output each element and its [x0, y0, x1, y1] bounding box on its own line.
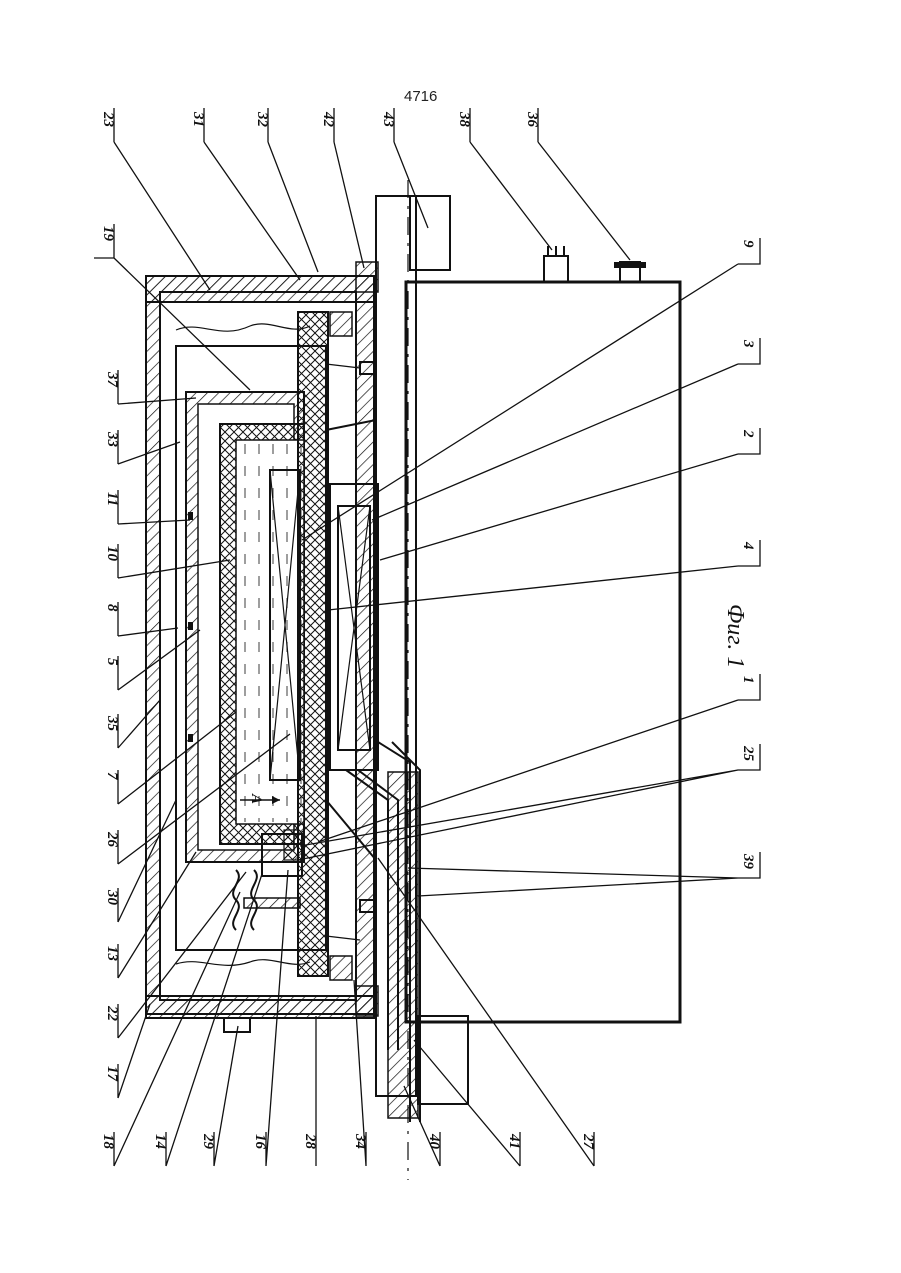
- label-33: 33: [104, 431, 120, 448]
- label-2: 2: [740, 429, 756, 438]
- label-32: 32: [254, 111, 270, 128]
- label-18: 18: [100, 1134, 116, 1150]
- label-28: 28: [302, 1133, 318, 1150]
- left-labels: 19 37 33 11 10 8 5 35 7 26 30 13 22 17: [100, 226, 120, 1082]
- label-1: 1: [740, 676, 756, 684]
- label-11: 11: [104, 492, 120, 506]
- label-23: 23: [100, 111, 116, 128]
- cryostat-vessel: [186, 392, 304, 862]
- label-27: 27: [580, 1133, 596, 1150]
- label-42: 42: [320, 111, 336, 128]
- section-mark-label: А: [248, 793, 264, 804]
- right-labels: 9 3 2 4 1 25 39: [740, 240, 756, 870]
- top-labels: 23 31 32 42 43 38 36: [100, 111, 540, 128]
- label-7: 7: [104, 772, 120, 780]
- label-34: 34: [352, 1133, 368, 1150]
- label-38: 38: [456, 111, 472, 128]
- label-22: 22: [104, 1005, 120, 1022]
- label-25: 25: [740, 745, 756, 762]
- label-37: 37: [104, 371, 120, 388]
- label-36: 36: [524, 111, 540, 128]
- label-17: 17: [104, 1066, 120, 1082]
- label-13: 13: [104, 946, 120, 962]
- label-9: 9: [740, 240, 756, 248]
- label-40: 40: [426, 1133, 442, 1150]
- label-19: 19: [100, 226, 116, 242]
- label-26: 26: [104, 831, 120, 848]
- figure-caption: Фиг. 1: [722, 604, 748, 668]
- label-41: 41: [506, 1133, 522, 1149]
- label-16: 16: [252, 1134, 268, 1150]
- label-43: 43: [380, 111, 396, 128]
- label-10: 10: [104, 546, 120, 562]
- label-31: 31: [190, 111, 206, 127]
- label-4: 4: [740, 541, 756, 550]
- label-5: 5: [104, 658, 120, 666]
- label-35: 35: [104, 715, 120, 732]
- label-39: 39: [740, 853, 756, 870]
- label-8: 8: [104, 604, 120, 612]
- label-14: 14: [152, 1134, 168, 1150]
- motor-housing: [406, 196, 680, 1022]
- label-3: 3: [740, 339, 756, 348]
- label-29: 29: [200, 1133, 216, 1150]
- label-30: 30: [104, 889, 120, 906]
